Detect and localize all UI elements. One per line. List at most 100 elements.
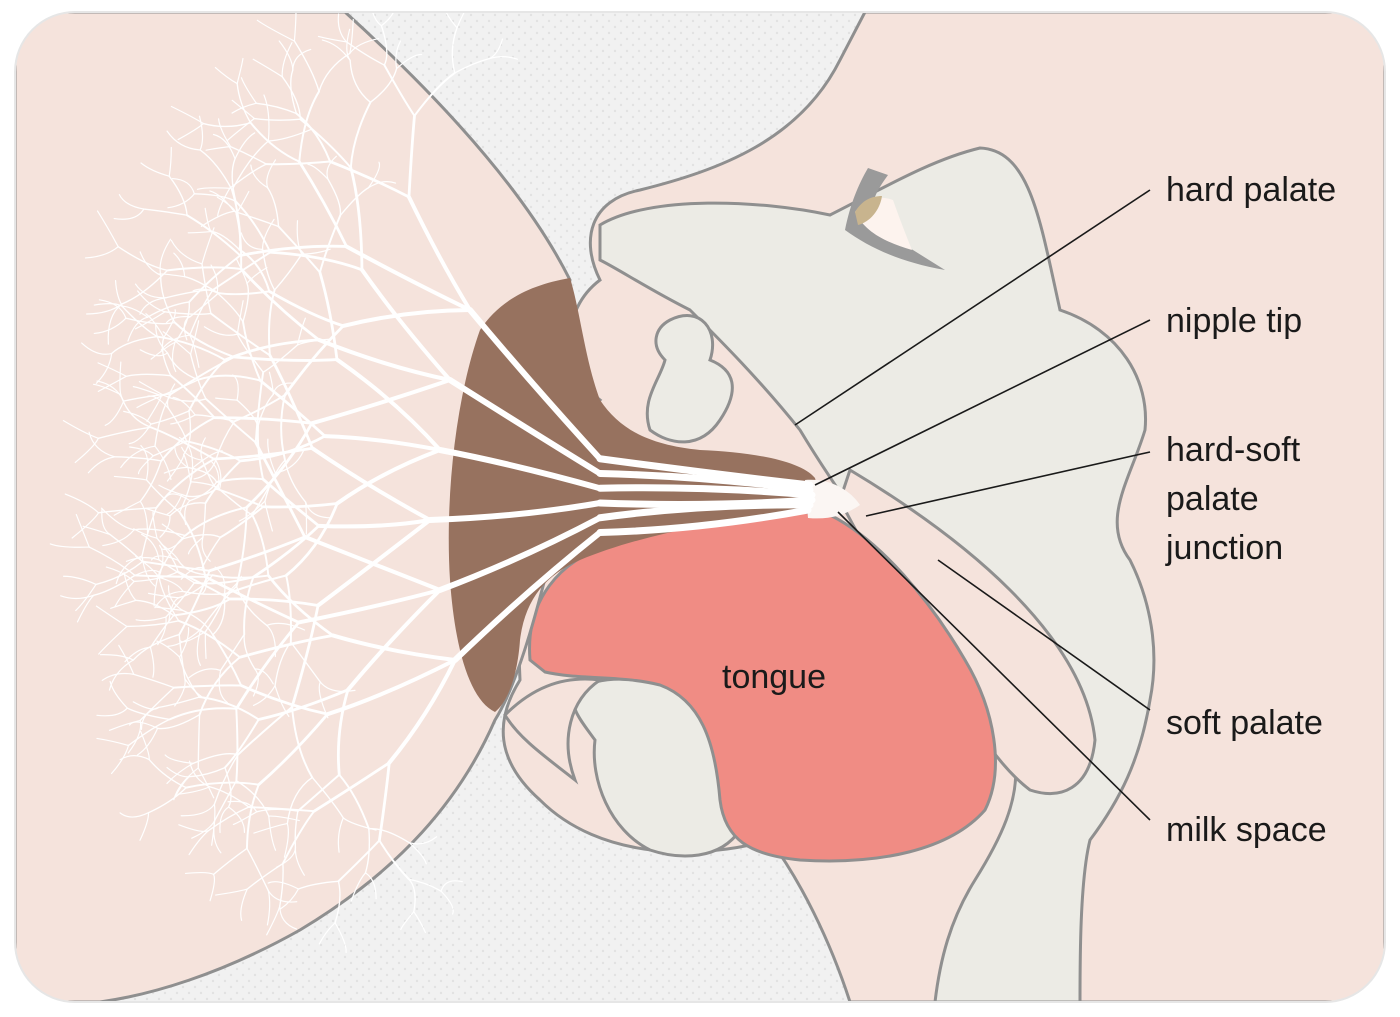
milk-duct — [183, 315, 191, 341]
milk-duct — [141, 533, 160, 561]
milk-duct — [139, 349, 169, 357]
milk-duct — [163, 466, 189, 474]
milk-duct — [406, 195, 472, 312]
milk-duct — [188, 668, 222, 679]
milk-duct — [167, 193, 195, 209]
milk-duct — [226, 117, 255, 142]
milk-duct — [133, 574, 207, 578]
milk-duct — [197, 767, 215, 799]
milk-duct — [192, 288, 218, 294]
milk-duct — [153, 571, 161, 607]
milk-duct — [261, 248, 276, 291]
milk-duct — [170, 239, 203, 265]
milk-duct — [133, 528, 186, 537]
milk-duct — [215, 397, 238, 401]
milk-duct — [246, 266, 268, 284]
milk-duct — [367, 181, 397, 189]
milk-duct — [119, 755, 150, 761]
milk-duct — [339, 187, 370, 217]
milk-duct — [228, 597, 320, 607]
milk-duct — [437, 514, 603, 593]
milk-duct — [317, 35, 347, 43]
milk-duct — [256, 19, 296, 42]
milk-duct — [234, 132, 256, 160]
milk-duct — [240, 232, 264, 251]
milk-duct — [233, 210, 280, 228]
milk-duct — [108, 719, 141, 731]
milk-duct — [215, 477, 265, 483]
milk-duct — [208, 535, 307, 573]
milk-duct — [187, 230, 212, 234]
milk-duct — [383, 64, 416, 117]
milk-duct — [137, 290, 166, 313]
milk-duct — [309, 378, 452, 426]
milk-duct — [367, 161, 381, 189]
milk-duct — [191, 450, 223, 469]
milk-duct — [364, 828, 371, 874]
milk-duct — [437, 447, 603, 492]
milk-duct — [125, 373, 172, 377]
milk-duct — [263, 94, 270, 142]
label-soft-palate: soft palate — [1166, 704, 1323, 742]
milk-duct — [168, 597, 180, 622]
eye-icon — [845, 168, 945, 270]
milk-duct — [596, 506, 812, 536]
milk-duct — [152, 440, 187, 457]
milk-duct — [140, 162, 170, 177]
milk-duct — [113, 208, 145, 220]
leader-nipple-tip — [814, 319, 1151, 486]
milk-duct — [252, 668, 259, 697]
milk-duct — [327, 178, 342, 217]
milk-duct — [182, 534, 222, 540]
milk-duct — [254, 371, 265, 444]
milk-duct — [95, 605, 128, 628]
milk-duct — [198, 696, 260, 721]
milk-duct — [349, 101, 372, 169]
milk-duct — [242, 282, 250, 323]
milk-duct — [114, 279, 124, 308]
milk-duct — [427, 500, 603, 523]
milk-duct — [319, 681, 356, 693]
milk-duct — [170, 356, 236, 395]
milk-duct — [150, 426, 216, 461]
milk-duct — [272, 382, 295, 396]
milk-duct — [132, 386, 163, 397]
milk-duct — [184, 871, 215, 875]
milk-duct — [240, 888, 248, 921]
milk-duct — [75, 513, 90, 548]
milk-duct — [368, 827, 410, 844]
milk-duct — [447, 377, 603, 477]
milk-duct — [302, 534, 442, 592]
milk-duct — [274, 685, 290, 718]
label-junction-line2: palate — [1166, 480, 1259, 518]
milk-duct — [101, 672, 135, 681]
milk-duct — [114, 456, 162, 462]
milk-duct — [346, 28, 351, 61]
milk-duct — [261, 477, 321, 528]
milk-duct — [369, 67, 398, 103]
milk-duct — [181, 609, 214, 636]
milk-duct — [334, 922, 347, 954]
milk-duct — [322, 434, 442, 452]
milk-duct — [292, 48, 312, 71]
milk-duct — [135, 616, 167, 622]
milk-duct — [168, 146, 172, 177]
milk-duct — [238, 500, 266, 522]
milk-duct — [387, 658, 457, 765]
milk-duct — [63, 575, 97, 586]
milk-duct — [147, 786, 187, 814]
milk-duct — [189, 481, 218, 502]
milk-duct — [156, 335, 227, 361]
milk-duct — [208, 786, 250, 808]
milk-duct — [337, 839, 381, 883]
milk-duct — [179, 630, 207, 643]
milk-duct — [200, 437, 206, 461]
milk-duct — [268, 815, 300, 822]
milk-duct — [213, 754, 239, 805]
milk-duct — [189, 289, 214, 336]
milk-duct — [146, 301, 190, 318]
milk-duct — [238, 248, 271, 293]
milk-duct — [350, 872, 367, 902]
milk-duct — [168, 175, 188, 216]
